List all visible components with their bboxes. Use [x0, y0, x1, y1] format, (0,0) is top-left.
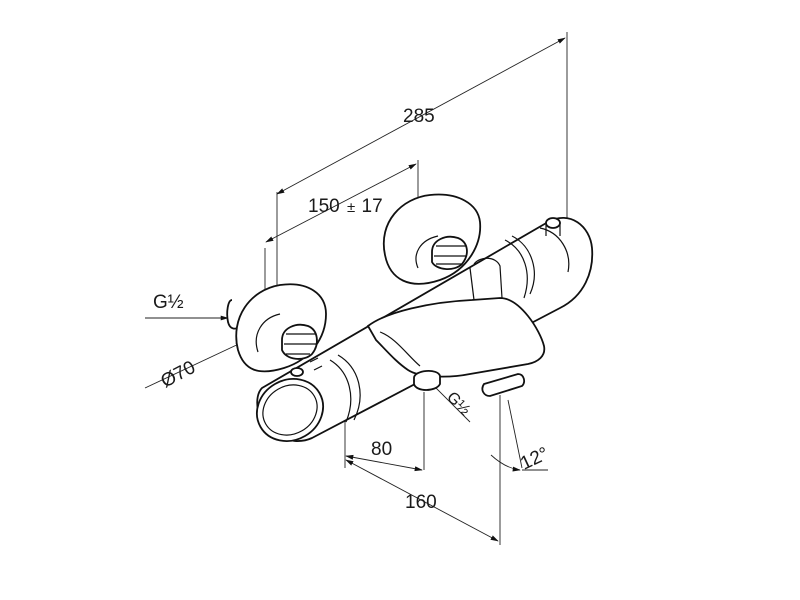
label-offset-160: 160: [405, 492, 437, 513]
right-inlet: [382, 193, 482, 285]
dimension-lines: [144, 37, 566, 542]
label-inlet-spacing-tolerance: 17: [362, 196, 383, 217]
label-outlet-thread: G½: [443, 389, 473, 419]
angle-arc-12: [490, 454, 521, 472]
leader-diameter-70: [144, 341, 244, 389]
label-rosette-diameter: Ø70: [157, 357, 199, 392]
label-overall-length: 285: [403, 106, 435, 127]
label-inlet-thread: G½: [153, 292, 184, 313]
dim-line-160: [345, 459, 499, 542]
faucet-body: [226, 193, 594, 442]
left-inlet: [226, 283, 327, 373]
label-inlet-spacing-value: 150: [308, 196, 340, 217]
dim-line-150: [265, 163, 417, 243]
label-offset-80: 80: [371, 439, 392, 460]
spout: [366, 257, 546, 397]
label-inlet-spacing-sign: ±: [347, 199, 355, 216]
label-inlet-spacing: 150 ± 17: [308, 196, 383, 217]
